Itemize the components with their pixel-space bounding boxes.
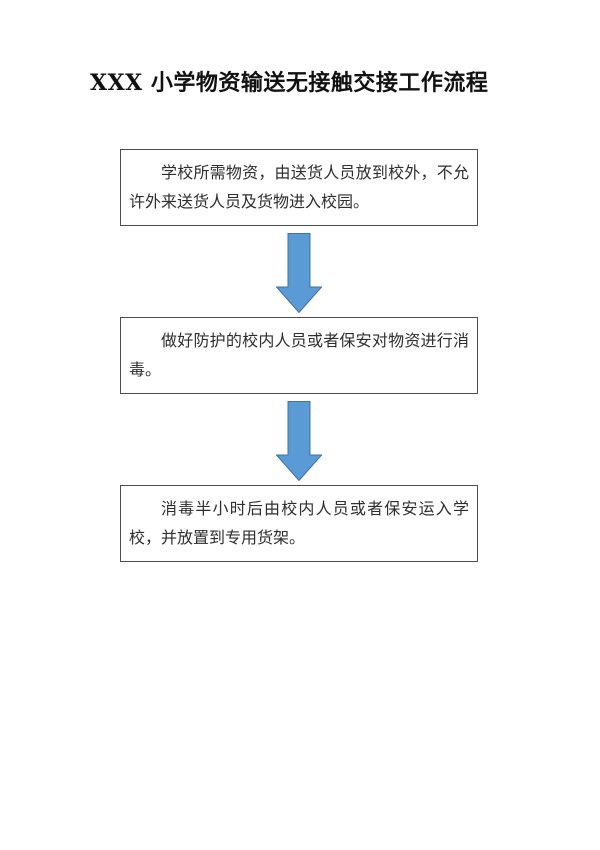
box-text-line: 学校所需物资，由送货人员放到校外，不允 xyxy=(161,163,469,182)
flow-step-box: 做好防护的校内人员或者保安对物资进行消毒。 xyxy=(120,317,478,394)
box-text-line: 消毒半小时后由校内人员或者保安运入学 xyxy=(161,499,469,518)
page-title: XXX 小学物资输送无接触交接工作流程 xyxy=(90,70,489,96)
box-text-line: 许外来送货人员及货物进入校园。 xyxy=(129,192,370,211)
flowchart: 学校所需物资，由送货人员放到校外，不允许外来送货人员及货物进入校园。 做好防护的… xyxy=(120,149,478,562)
box-text-line: 校，并放置到专用货架。 xyxy=(129,528,306,547)
down-arrow-icon xyxy=(276,233,322,313)
flow-step-box: 学校所需物资，由送货人员放到校外，不允许外来送货人员及货物进入校园。 xyxy=(120,149,478,226)
down-arrow-icon xyxy=(276,401,322,481)
flow-step-box: 消毒半小时后由校内人员或者保安运入学校，并放置到专用货架。 xyxy=(120,485,478,562)
box-text-line: 做好防护的校内人员或者保安对物资进行消 xyxy=(161,331,469,350)
box-text-line: 毒。 xyxy=(129,360,162,379)
